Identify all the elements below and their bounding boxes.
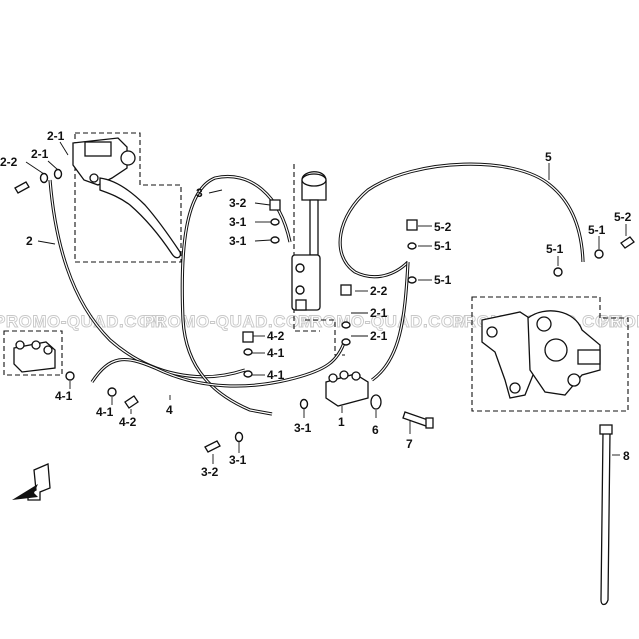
watermark-text: PROMO-QUAD.COM (598, 312, 639, 331)
banjo-bolt-2-2 (340, 284, 352, 296)
callout-label: 4-1 (96, 405, 114, 419)
callout-label: 6 (372, 423, 379, 437)
hose-5 (338, 162, 585, 279)
master-cylinder (72, 137, 182, 259)
callout-label: 7 (406, 437, 413, 451)
watermark-text: PROMO-QUAD.COM (0, 312, 165, 331)
hose-2 (48, 179, 246, 379)
washer-4-1 (243, 348, 253, 356)
junction-inset-box (3, 330, 63, 376)
reservoir (291, 171, 327, 311)
front-arrow-icon (12, 484, 38, 500)
callout-label: 5-2 (614, 210, 632, 224)
banjo-bolt-2-2-left (14, 181, 30, 194)
callout-label: 4-2 (267, 329, 285, 343)
callout-label: 8 (623, 449, 630, 463)
callout-label: 3-2 (201, 465, 219, 479)
caliper-box (471, 296, 629, 412)
watermark-text: PROMO-QUAD.COM (143, 312, 314, 331)
hose-4 (90, 339, 347, 388)
banjo-bolt-5-2-right (620, 236, 635, 249)
washer-5-1 (594, 249, 604, 259)
callout-label: 5-1 (434, 273, 452, 287)
callout-label: 2-1 (47, 129, 65, 143)
banjo-bolt-5-2 (406, 219, 418, 231)
callout-label: 4-1 (55, 389, 73, 403)
washer-3-1 (270, 236, 280, 244)
washer-4-1 (65, 371, 75, 381)
callout-label: 5-2 (434, 220, 452, 234)
callout-label: 4-1 (267, 368, 285, 382)
banjo-bolt-4-2-left (124, 395, 139, 409)
callout-label: 3-1 (229, 215, 247, 229)
bolt-7 (402, 411, 434, 429)
junction-block (325, 370, 369, 407)
callout-labels: 2-1 2-2 2-1 2 3 3-2 3-1 3-1 2-2 2-1 2-1 … (0, 129, 632, 479)
callout-label: 4 (166, 403, 173, 417)
washer-4-1 (243, 370, 253, 378)
washer-5-1 (407, 242, 417, 250)
callout-label: 5-1 (434, 239, 452, 253)
washer-2-1 (53, 168, 63, 180)
callout-label: 3-2 (229, 196, 247, 210)
washer-2-1 (341, 338, 351, 346)
callout-label: 3 (196, 186, 203, 200)
washer-5-1 (553, 267, 563, 277)
callout-label: 3-1 (294, 421, 312, 435)
washer-3-1 (270, 218, 280, 226)
callout-label: 2-1 (370, 329, 388, 343)
callout-label: 5 (545, 150, 552, 164)
callout-label: 2-1 (370, 306, 388, 320)
callout-label: 2-2 (0, 155, 18, 169)
callout-label: 3-1 (229, 453, 247, 467)
junction-inset (13, 340, 56, 373)
callout-label: 1 (338, 415, 345, 429)
banjo-bolt-3-2 (269, 199, 281, 211)
callout-label: 2-1 (31, 147, 49, 161)
washer-4-1 (107, 387, 117, 397)
callout-label: 2 (26, 234, 33, 248)
washer-3-1 (299, 398, 309, 410)
callout-label: 2-2 (370, 284, 388, 298)
watermark-text: PROMO-QUAD.COM (298, 312, 469, 331)
callout-label: 4-1 (267, 346, 285, 360)
washer-5-1 (407, 276, 417, 284)
brake-caliper (481, 310, 601, 399)
master-cylinder-box (74, 132, 182, 263)
washer-2-1 (39, 172, 49, 184)
washer-3-1 (234, 431, 244, 443)
callout-label: 5-1 (588, 223, 606, 237)
callout-label: 5-1 (546, 242, 564, 256)
switch-6 (370, 394, 382, 410)
callout-label: 3-1 (229, 234, 247, 248)
banjo-bolt-3-2-lower (204, 440, 221, 453)
banjo-bolt-4-2 (242, 331, 254, 343)
brake-line-to-junction (371, 261, 410, 382)
leader-lines (25, 141, 627, 464)
cable-tie-8 (599, 424, 613, 606)
washer-2-1 (341, 321, 351, 329)
callout-label: 4-2 (119, 415, 137, 429)
reservoir-bracket (293, 164, 320, 332)
